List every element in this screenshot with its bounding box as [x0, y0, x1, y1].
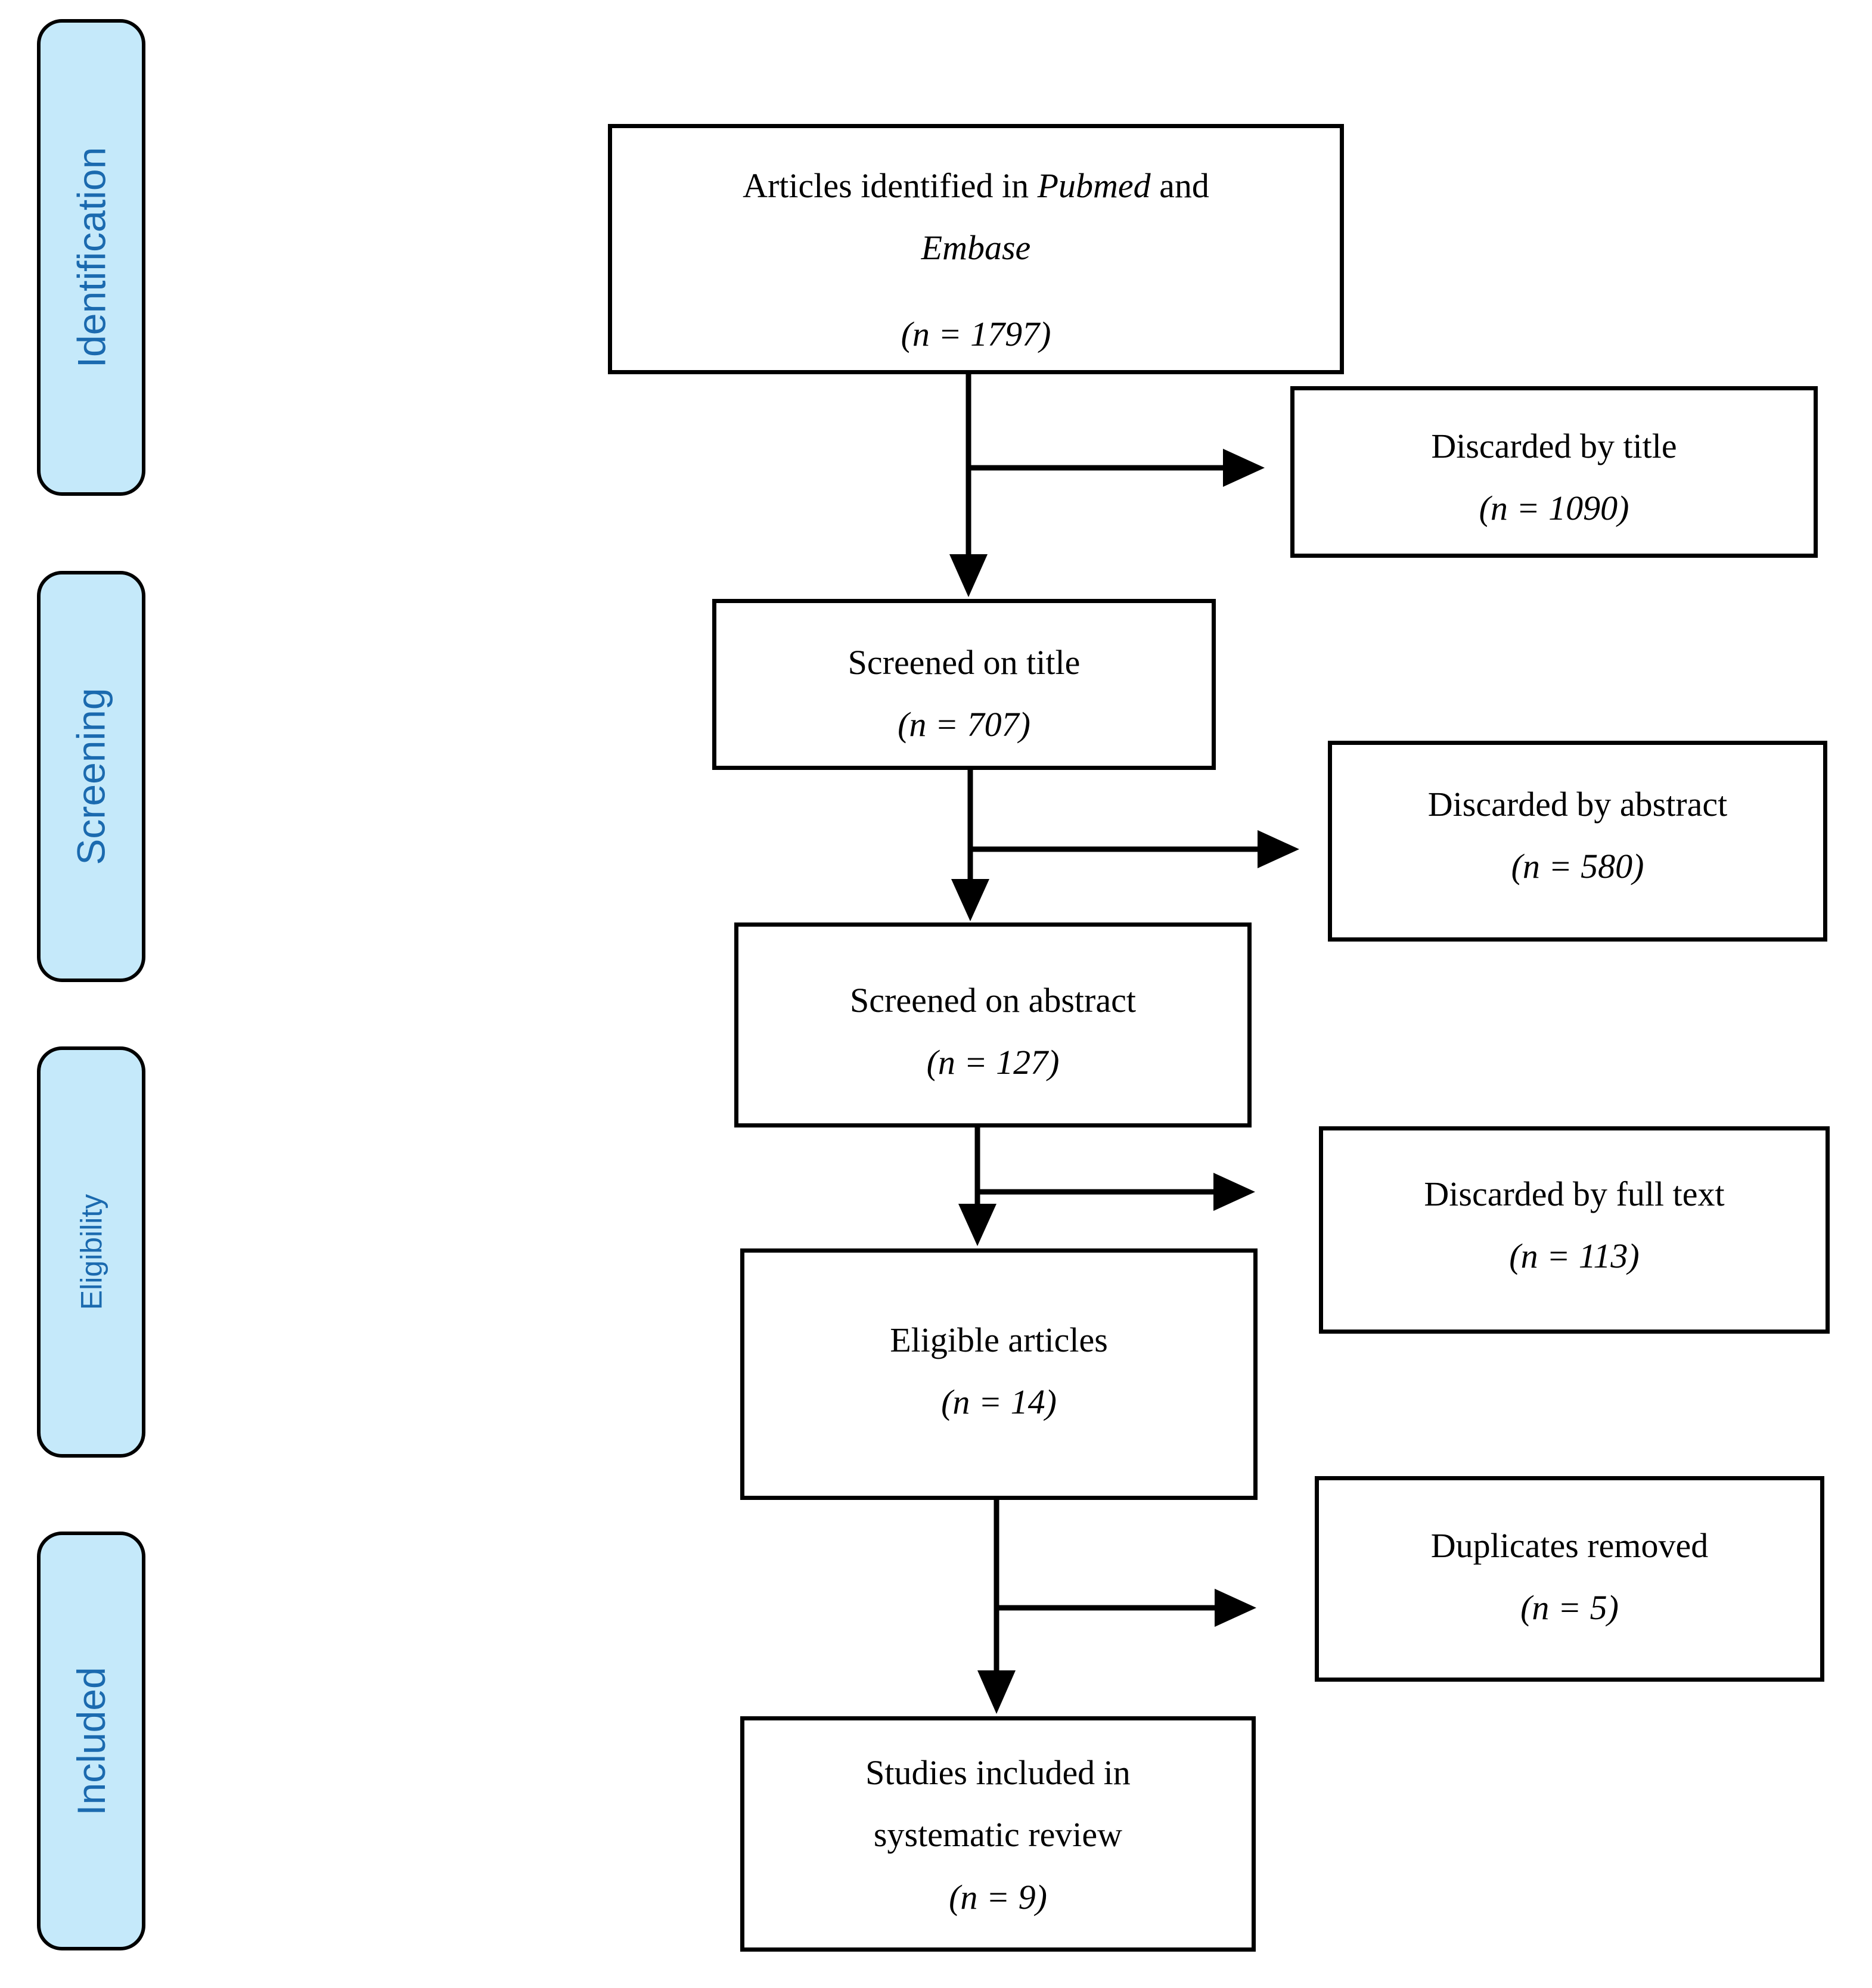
arrow-right-3-icon	[1213, 1173, 1255, 1211]
screened-title-count: (n = 707)	[898, 705, 1030, 744]
exclusion-box-duplicates-removed: Duplicates removed (n = 5)	[1315, 1476, 1824, 1682]
arrow-down-3-icon	[958, 1204, 996, 1246]
exclusion-box-discarded-fulltext: Discarded by full text (n = 113)	[1319, 1126, 1830, 1334]
excl-title-label: Discarded by title	[1431, 427, 1677, 465]
excl-title-count: (n = 1090)	[1479, 489, 1629, 528]
arrow-right-1-icon	[1223, 449, 1265, 487]
screened-abstract-label: Screened on abstract	[850, 981, 1136, 1020]
flow-box-eligible: Eligible articles (n = 14)	[740, 1248, 1258, 1500]
excl-abstract-count: (n = 580)	[1511, 847, 1644, 886]
identified-db-pubmed: Pubmed	[1037, 166, 1151, 205]
identified-db-embase: Embase	[921, 228, 1031, 268]
arrow-down-2-icon	[951, 879, 989, 921]
screened-title-label: Screened on title	[847, 643, 1081, 682]
eligible-count: (n = 14)	[941, 1383, 1057, 1422]
arrow-right-4-icon	[1215, 1589, 1256, 1627]
flow-box-identified-line1: Articles identified in Pubmed and	[743, 155, 1209, 217]
stage-pill-included: Included	[37, 1532, 145, 1950]
stage-pill-screening: Screening	[37, 571, 145, 982]
included-label-line2: systematic review	[873, 1815, 1123, 1855]
eligible-label: Eligible articles	[890, 1321, 1108, 1359]
arrow-down-4-icon	[977, 1670, 1016, 1714]
stage-label-identification: Identification	[69, 147, 114, 368]
stage-label-eligibility: Eligibility	[74, 1194, 108, 1310]
flow-box-identified: Articles identified in Pubmed and Embase…	[608, 124, 1344, 374]
stage-pill-eligibility: Eligibility	[37, 1046, 145, 1458]
stage-label-screening: Screening	[69, 688, 114, 865]
identified-text-mid: and	[1150, 166, 1209, 205]
excl-duplicates-label: Duplicates removed	[1430, 1526, 1709, 1565]
excl-duplicates-count: (n = 5)	[1520, 1588, 1619, 1627]
exclusion-box-discarded-abstract: Discarded by abstract (n = 580)	[1328, 741, 1827, 942]
excl-fulltext-count: (n = 113)	[1509, 1237, 1640, 1276]
identified-text-prefix: Articles identified in	[743, 166, 1038, 205]
excl-fulltext-label: Discarded by full text	[1424, 1175, 1725, 1213]
flow-box-screened-abstract: Screened on abstract (n = 127)	[734, 922, 1252, 1127]
arrow-down-1-icon	[949, 554, 988, 597]
flow-box-included: Studies included in systematic review (n…	[740, 1716, 1256, 1952]
flow-box-screened-title: Screened on title (n = 707)	[712, 599, 1216, 770]
identified-count: (n = 1797)	[901, 314, 1051, 353]
included-label-line1: Studies included in	[865, 1753, 1131, 1792]
arrow-right-2-icon	[1258, 830, 1299, 868]
excl-abstract-label: Discarded by abstract	[1427, 785, 1728, 824]
screened-abstract-count: (n = 127)	[926, 1043, 1060, 1082]
included-count: (n = 9)	[949, 1877, 1047, 1916]
exclusion-box-discarded-title: Discarded by title (n = 1090)	[1290, 386, 1818, 558]
stage-label-included: Included	[69, 1666, 113, 1816]
stage-pill-identification: Identification	[37, 19, 145, 496]
